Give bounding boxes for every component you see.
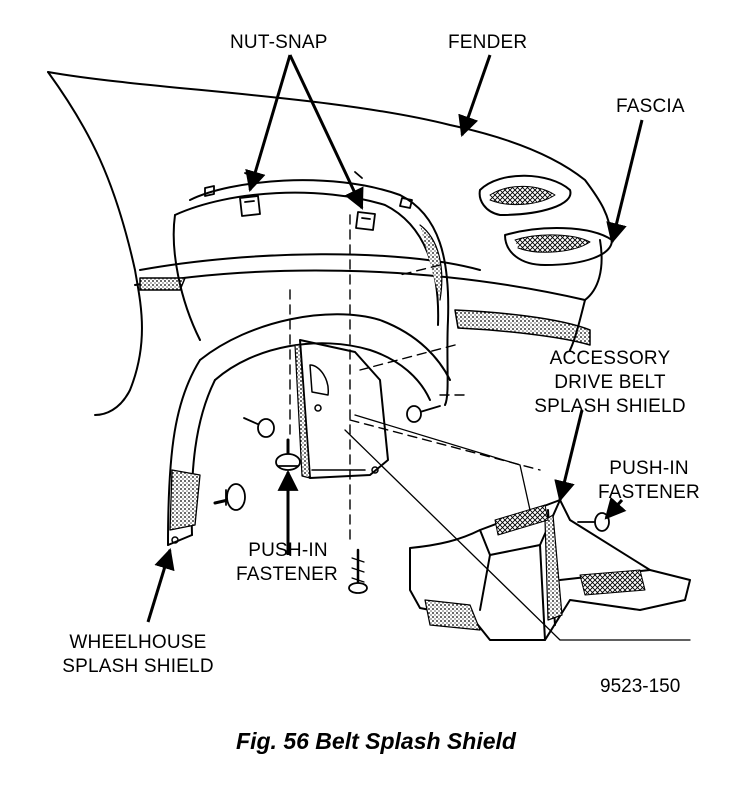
accessory-splash-shield bbox=[409, 499, 691, 641]
label-pushin-right-line2: FASTENER bbox=[598, 482, 700, 503]
wheelhouse-splash-shield bbox=[167, 313, 451, 546]
screw-vertical bbox=[348, 548, 368, 594]
push-in-fastener-lower bbox=[213, 483, 246, 511]
figure-number: 9523-150 bbox=[600, 676, 681, 697]
dashed-leaders bbox=[289, 214, 541, 541]
label-pushin-right-line1: PUSH-IN bbox=[609, 458, 689, 479]
label-wheelhouse-line2: SPLASH SHIELD bbox=[62, 656, 214, 677]
wheel-well-arch bbox=[172, 179, 450, 406]
label-wheelhouse-line1: WHEELHOUSE bbox=[69, 632, 207, 653]
label-fender: FENDER bbox=[448, 32, 528, 53]
callout-arrows bbox=[146, 54, 644, 623]
label-pushin-center-line2: FASTENER bbox=[236, 564, 338, 585]
label-fascia: FASCIA bbox=[616, 96, 685, 117]
figure-caption: Fig. 56 Belt Splash Shield bbox=[236, 728, 516, 754]
label-pushin-center-line1: PUSH-IN bbox=[248, 540, 328, 561]
label-accessory-line2: DRIVE BELT bbox=[554, 372, 666, 393]
fender-body bbox=[47, 71, 613, 416]
push-in-fastener-center bbox=[275, 438, 301, 471]
label-accessory-line3: SPLASH SHIELD bbox=[534, 396, 686, 417]
nut-snap-clips bbox=[204, 171, 413, 231]
label-accessory-line1: ACCESSORY bbox=[549, 348, 671, 369]
label-nut-snap: NUT-SNAP bbox=[230, 32, 328, 53]
screw-right bbox=[406, 405, 441, 423]
screw-left bbox=[243, 417, 275, 438]
solid-leaders bbox=[344, 414, 691, 641]
fascia bbox=[478, 174, 613, 266]
